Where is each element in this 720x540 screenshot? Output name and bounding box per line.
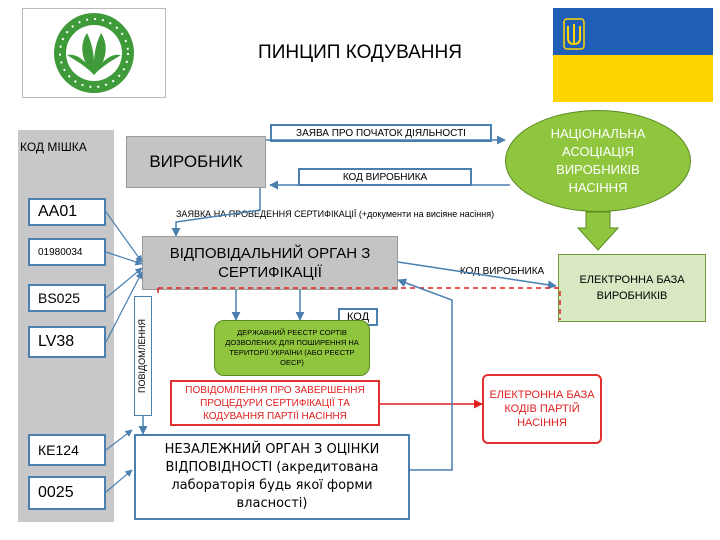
bag-code-item: 01980034 xyxy=(28,238,106,266)
association-logo-icon xyxy=(54,13,134,93)
state-register-node: ДЕРЖАВНИЙ РЕЄСТР СОРТІВ ДОЗВОЛЕНИХ ДЛЯ П… xyxy=(214,320,370,376)
state-register-label: ДЕРЖАВНИЙ РЕЄСТР СОРТІВ ДОЗВОЛЕНИХ ДЛЯ П… xyxy=(225,328,359,367)
national-association-node: НАЦІОНАЛЬНА АСОЦІАЦІЯ ВИРОБНИКІВ НАСІННЯ xyxy=(505,110,691,212)
arrow-cert-to-register xyxy=(231,290,305,321)
producer-label: ВИРОБНИК xyxy=(149,152,243,171)
national-association-label: НАЦІОНАЛЬНА АСОЦІАЦІЯ ВИРОБНИКІВ НАСІННЯ xyxy=(550,126,646,195)
completion-notice: ПОВІДОМЛЕННЯ ПРО ЗАВЕРШЕННЯ ПРОЦЕДУРИ СЕ… xyxy=(170,380,380,426)
electronic-producers-db: ЕЛЕКТРОННА БАЗА ВИРОБНИКІВ xyxy=(558,254,706,322)
bag-code-item: КЕ124 xyxy=(28,434,106,466)
arrow-association-down xyxy=(576,211,620,251)
arrow-cert-to-producers-db xyxy=(397,261,557,290)
page-title: ПИНЦИП КОДУВАННЯ xyxy=(258,42,462,63)
application-certification-label: ЗАЯВКА НА ПРОВЕДЕННЯ СЕРТИФІКАЦІЇ (+доку… xyxy=(176,209,495,219)
certification-body-box xyxy=(142,236,398,290)
application-start-label: ЗАЯВА ПРО ПОЧАТОК ДІЯЛЬНОСТІ xyxy=(270,124,492,142)
electronic-producers-db-label: ЕЛЕКТРОННА БАЗА ВИРОБНИКІВ xyxy=(579,274,685,302)
bag-code-item: LV38 xyxy=(28,326,106,358)
bag-code-item: BS025 xyxy=(28,284,106,312)
producer-box xyxy=(126,136,266,188)
certification-body-label: ВІДПОВІДАЛЬНИЙ ОРГАН З СЕРТИФІКАЦІЇ xyxy=(169,245,371,281)
ukraine-flag xyxy=(553,8,713,102)
bag-code-header: КОД МІШКА xyxy=(20,140,87,154)
logo-frame xyxy=(22,8,166,98)
arrows-bag-to-cert xyxy=(105,211,143,493)
bag-code-item: АА01 xyxy=(28,198,106,226)
independent-body: НЕЗАЛЕЖНИЙ ОРГАН З ОЦІНКИ ВІДПОВІДНОСТІ … xyxy=(134,434,410,520)
dashed-red-connector xyxy=(157,287,561,320)
notification-strip xyxy=(134,296,152,416)
trident-icon xyxy=(563,18,585,50)
electronic-lots-db: ЕЛЕКТРОННА БАЗА КОДІВ ПАРТІЙ НАСІННЯ xyxy=(482,374,602,444)
bag-code-item: 0025 xyxy=(28,476,106,510)
producer-code-mid-label: КОД ВИРОБНИКА xyxy=(459,266,545,277)
arrow-producer-to-certification xyxy=(171,188,261,237)
arrow-independent-to-cert xyxy=(397,278,453,471)
